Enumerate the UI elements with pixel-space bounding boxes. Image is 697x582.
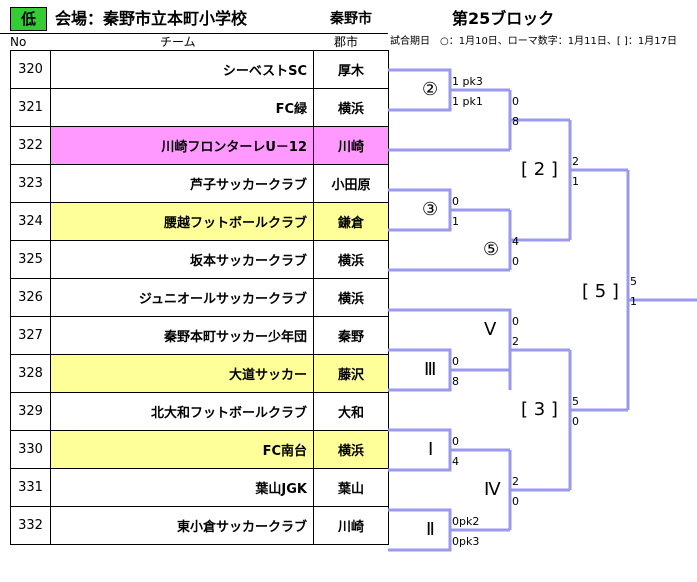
score-mIII-top: 0 — [452, 355, 459, 368]
bracket-line-m3 — [388, 188, 510, 232]
team-city: 葉山 — [313, 468, 389, 507]
score-mIV-top: 2 — [512, 475, 519, 488]
score-mV-bottom: 2 — [512, 335, 519, 348]
match-label-mI: Ⅰ — [428, 439, 434, 460]
bracket-line-mII — [388, 508, 510, 552]
score-m2-bottom: 1 pk1 — [452, 95, 483, 108]
score-r2-top: 2 — [572, 155, 579, 168]
bracket-line-r2-top — [568, 120, 628, 240]
team-number: 324 — [10, 202, 51, 241]
team-city: 大和 — [313, 392, 389, 431]
team-number: 322 — [10, 126, 51, 165]
schedule-note: 試合期日 ○：1月10日、ローマ数字：1月11日、[ ]：1月17日 — [390, 36, 677, 47]
team-number: 332 — [10, 506, 51, 545]
score-sf2-bottom: 8 — [512, 115, 519, 128]
score-m2-top: 1 pk3 — [452, 75, 483, 88]
score-sf3-bottom: 0 — [572, 415, 579, 428]
score-final-bottom: 1 — [630, 295, 637, 308]
team-city: 藤沢 — [313, 354, 389, 393]
team-name: 川崎フロンターレU－12 — [50, 126, 314, 165]
team-name: 大道サッカー — [50, 354, 314, 393]
team-number: 323 — [10, 164, 51, 203]
team-number: 321 — [10, 88, 51, 127]
bracket-line-mIII — [388, 348, 570, 392]
match-label-sf2: [ 2 ] — [521, 159, 558, 180]
score-mII-bottom: 0pk3 — [452, 535, 480, 548]
venue-title: 会場：秦野市立本町小学校 — [55, 9, 248, 28]
column-header-city: 郡市 — [334, 35, 359, 49]
match-label-mIV: Ⅳ — [484, 479, 501, 500]
score-mI-top: 0 — [452, 435, 459, 448]
bracket-line-mIV — [508, 450, 570, 530]
team-city: 横浜 — [313, 430, 389, 469]
column-header-no: No — [10, 35, 27, 49]
team-number: 331 — [10, 468, 51, 507]
bracket-lines — [388, 68, 697, 552]
team-number: 327 — [10, 316, 51, 355]
score-final-top: 5 — [630, 275, 637, 288]
host-city: 秦野市 — [330, 11, 372, 27]
score-sf2-top: 0 — [512, 95, 519, 108]
match-label-mV: Ⅴ — [484, 319, 497, 340]
team-city: 横浜 — [313, 278, 389, 317]
score-m5-bottom: 0 — [512, 255, 519, 268]
team-name: 北大和フットボールクラブ — [50, 392, 314, 431]
score-r2-bottom: 1 — [572, 175, 579, 188]
bracket-line-m2 — [388, 68, 510, 112]
team-name: FC緑 — [50, 88, 314, 127]
team-name: 坂本サッカークラブ — [50, 240, 314, 279]
bracket-line-sf2 — [388, 90, 570, 152]
bracket-line-final — [626, 170, 697, 410]
level-badge: 低 — [10, 7, 47, 31]
match-label-final: [ 5 ] — [582, 281, 619, 302]
column-header-team: チーム — [160, 35, 196, 49]
score-m3-top: 0 — [452, 195, 459, 208]
score-mII-top: 0pk2 — [452, 515, 480, 528]
team-name: 東小倉サッカークラブ — [50, 506, 314, 545]
score-m5-top: 4 — [512, 235, 519, 248]
bracket-line-mV — [388, 308, 512, 390]
match-label-m5: ⑤ — [483, 239, 500, 260]
bracket-line-m5 — [388, 210, 570, 272]
score-mIV-bottom: 0 — [512, 495, 519, 508]
match-label-mII: Ⅱ — [426, 519, 435, 540]
score-m3-bottom: 1 — [452, 215, 459, 228]
bracket-line-mI — [388, 428, 510, 472]
team-number: 326 — [10, 278, 51, 317]
score-mIII-bottom: 8 — [452, 375, 459, 388]
team-city: 厚木 — [313, 50, 389, 89]
match-label-m3: ③ — [422, 199, 439, 220]
team-city: 鎌倉 — [313, 202, 389, 241]
team-city: 川崎 — [313, 126, 389, 165]
score-mV-top: 0 — [512, 315, 519, 328]
team-name: 葉山JGK — [50, 468, 314, 507]
score-mI-bottom: 4 — [452, 455, 459, 468]
team-city: 小田原 — [313, 164, 389, 203]
match-label-m2: ② — [422, 79, 439, 100]
team-city: 秦野 — [313, 316, 389, 355]
title-underline — [0, 33, 388, 34]
match-label-sf3: [ 3 ] — [521, 399, 558, 420]
bracket-line-sf3 — [568, 350, 628, 490]
team-number: 328 — [10, 354, 51, 393]
match-label-mIII: Ⅲ — [424, 359, 437, 380]
team-name: シーベストSC — [50, 50, 314, 89]
score-sf3-top: 5 — [572, 395, 579, 408]
team-city: 川崎 — [313, 506, 389, 545]
block-title: 第25ブロック — [452, 9, 555, 28]
